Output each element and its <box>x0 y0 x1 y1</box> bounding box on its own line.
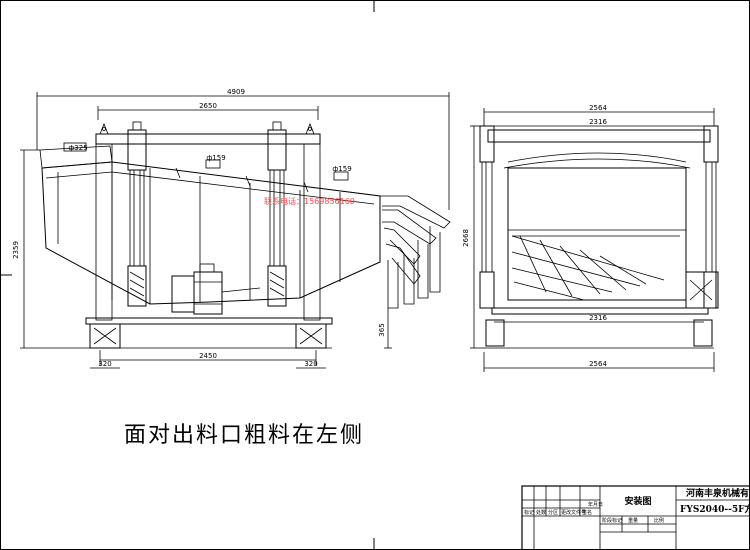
dim-end-height: 2668 <box>462 229 470 247</box>
tb-label-count: 处数 <box>536 509 546 516</box>
contact-watermark: 联系电话：1569856160 <box>264 196 355 206</box>
dim-side-total-length: 4909 <box>227 88 245 96</box>
tb-label-stage: 阶段标记 <box>602 517 622 524</box>
tb-label-zone: 分区 <box>548 509 558 516</box>
dim-side-frame-span: 2650 <box>199 102 217 110</box>
end-view <box>470 108 719 372</box>
side-view <box>20 92 451 369</box>
dim-end-top-outer: 2564 <box>589 104 607 112</box>
dim-side-outlet-height: 365 <box>378 323 386 336</box>
tb-label-date: 年月日 <box>588 501 603 508</box>
tb-label-weight: 重量 <box>628 517 638 524</box>
tb-label-scale: 比例 <box>654 517 664 524</box>
dim-side-base-right: 320 <box>304 360 317 368</box>
title-drawing-type: 安装图 <box>624 495 651 507</box>
title-company: 河南丰泉机械有限公司 <box>686 487 750 499</box>
tb-label-signature: 签名 <box>582 509 592 516</box>
dim-side-port2-dia: ф159 <box>332 165 351 173</box>
dim-side-inlet-dia: ф325 <box>68 144 87 152</box>
dim-side-height: 2359 <box>12 241 20 259</box>
dim-end-top-inner: 2316 <box>589 118 607 126</box>
tb-label-change-doc: 更改文件号 <box>561 509 586 516</box>
dim-end-bottom-outer: 2564 <box>589 360 607 368</box>
dim-side-port1-dia: ф159 <box>206 154 225 162</box>
dim-end-bottom-inner: 2316 <box>589 314 607 322</box>
dim-side-base-left: 320 <box>98 360 111 368</box>
title-model: FYS2040--5F方形摇摆筛 <box>680 503 750 515</box>
dim-side-base-span: 2450 <box>199 352 217 360</box>
tb-label-mark: 标记 <box>524 509 534 516</box>
orientation-note: 面对出料口粗料在左侧 <box>124 423 365 448</box>
title-block <box>521 485 750 550</box>
